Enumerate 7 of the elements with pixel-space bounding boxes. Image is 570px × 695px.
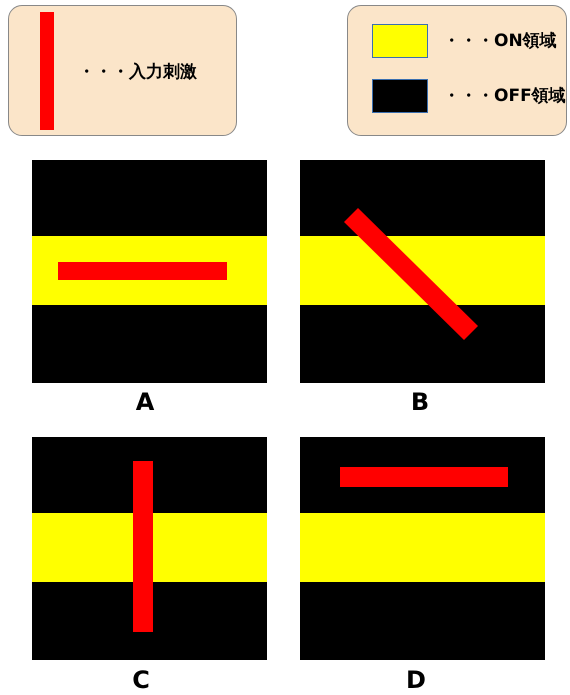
legend-label: ・・・入力刺激 <box>78 62 197 82</box>
panel-label: A <box>134 389 156 415</box>
panel-label: D <box>405 667 427 693</box>
legend-label: ・・・OFF領域 <box>443 86 566 106</box>
panel-label: C <box>131 667 151 693</box>
panel-label: B <box>410 389 430 415</box>
legend-label: ・・・ON領域 <box>443 31 557 51</box>
